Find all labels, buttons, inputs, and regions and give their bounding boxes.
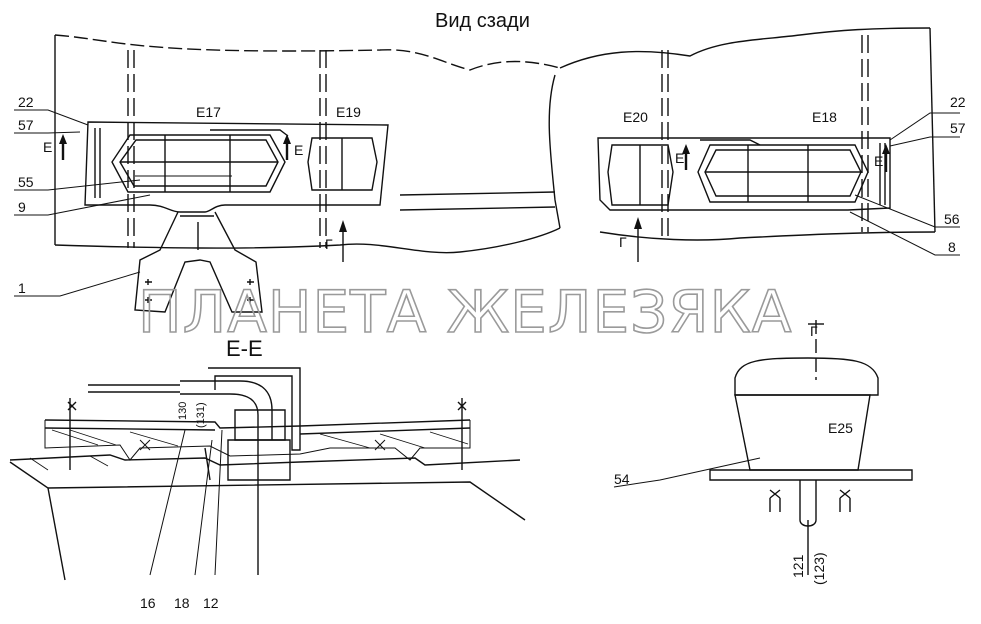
callout-22-right: 22 <box>950 94 966 110</box>
label-e18: Е18 <box>812 109 837 125</box>
section-arrows <box>61 140 888 262</box>
label-e-4: Е <box>874 153 883 169</box>
callout-12: 12 <box>203 595 219 611</box>
label-e-1: Е <box>43 139 52 155</box>
view-title: Вид сзади <box>435 10 530 32</box>
callout-54: 54 <box>614 471 630 487</box>
callout-18: 18 <box>174 595 190 611</box>
label-e17: Е17 <box>196 104 221 120</box>
leader-lines-top <box>14 109 960 297</box>
label-e19: Е19 <box>336 104 361 120</box>
label-g-detail: Г <box>810 323 818 339</box>
callout-57-left: 57 <box>18 117 34 133</box>
wire-121: 121 <box>790 554 806 578</box>
callout-57-right: 57 <box>950 120 966 136</box>
label-e-2: Е <box>294 142 303 158</box>
callout-8: 8 <box>948 239 956 255</box>
callout-9: 9 <box>18 199 26 215</box>
section-e-e <box>9 367 526 581</box>
mount-1 <box>134 211 263 313</box>
watermark-text: ПЛАНЕТА ЖЕЛЕЗЯКА <box>138 278 792 346</box>
callout-16: 16 <box>140 595 156 611</box>
callout-56: 56 <box>944 211 960 227</box>
wire-123: (123) <box>811 552 827 585</box>
label-e25: Е25 <box>828 420 853 436</box>
callout-55: 55 <box>18 174 34 190</box>
left-lamp-bracket <box>84 121 389 213</box>
label-e-3: Е <box>675 150 684 166</box>
label-e20: Е20 <box>623 109 648 125</box>
wire-130: 130 <box>177 402 189 420</box>
section-title: Е-Е <box>226 336 263 361</box>
callout-22-left: 22 <box>18 94 34 110</box>
wire-131: (131) <box>195 402 207 428</box>
label-g-left: Г <box>325 236 333 252</box>
label-g-right: Г <box>619 234 627 250</box>
detail-g-e25 <box>613 320 913 575</box>
vehicle-body-outline <box>54 27 936 254</box>
right-lamp-bracket <box>597 137 891 211</box>
callout-1: 1 <box>18 280 26 296</box>
